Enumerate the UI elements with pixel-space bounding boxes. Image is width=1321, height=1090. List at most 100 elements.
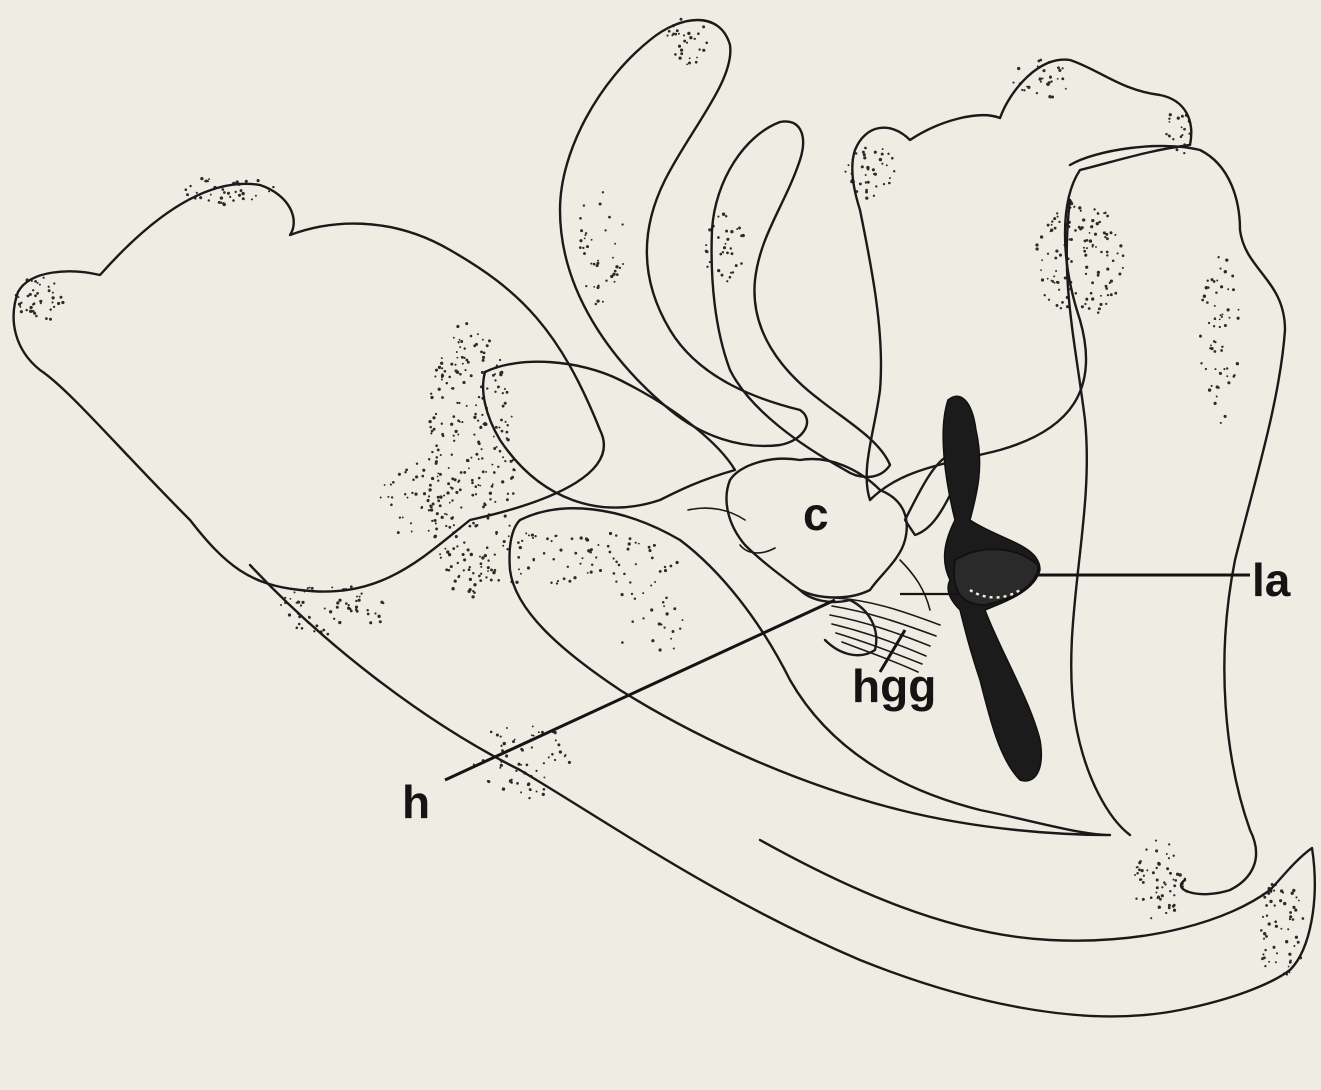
stipple-dot: [1208, 322, 1210, 324]
stipple-dot: [1210, 344, 1212, 346]
stipple-dot: [459, 488, 462, 491]
stipple-dot: [377, 615, 380, 618]
stipple-dot: [1294, 909, 1297, 912]
stipple-dot: [1109, 231, 1112, 234]
stipple-dot: [1041, 259, 1043, 261]
stipple-dot: [199, 196, 202, 199]
stipple-dot: [435, 527, 438, 530]
stipple-dot: [867, 181, 870, 184]
stipple-dot: [1173, 884, 1176, 887]
stipple-dot: [506, 438, 509, 441]
stipple-dot: [474, 413, 477, 416]
stipple-dot: [725, 215, 727, 217]
stipple-dot: [308, 616, 310, 618]
stipple-dot: [407, 497, 409, 499]
stipple-dot: [1176, 148, 1179, 151]
stipple-dot: [1035, 247, 1038, 250]
stipple-dot: [1097, 212, 1100, 215]
stipple-dot: [463, 569, 465, 571]
stipple-dot: [1054, 257, 1057, 260]
stipple-dot: [496, 446, 498, 448]
stipple-dot: [505, 421, 507, 423]
stipple-dot: [1145, 848, 1147, 850]
stipple-dot: [415, 475, 418, 478]
stipple-dot: [437, 499, 440, 502]
stipple-dot: [280, 604, 282, 606]
stipple-dot: [431, 430, 434, 433]
stipple-dot: [587, 549, 590, 552]
label-la: la: [1252, 554, 1291, 606]
stipple-dot: [1214, 317, 1217, 320]
stipple-dot: [489, 498, 491, 500]
stipple-dot: [434, 519, 437, 522]
stipple-dot: [615, 580, 617, 582]
stipple-dot: [580, 536, 583, 539]
stipple-dot: [599, 202, 602, 205]
stipple-dot: [452, 387, 455, 390]
stipple-dot: [1282, 891, 1284, 893]
stipple-dot: [1231, 275, 1234, 278]
stipple-dot: [506, 498, 509, 501]
stipple-dot: [399, 516, 401, 518]
stipple-dot: [428, 488, 431, 491]
stipple-dot: [717, 236, 720, 239]
stipple-dot: [673, 647, 675, 649]
stipple-dot: [621, 223, 623, 225]
stipple-dot: [1238, 309, 1240, 311]
stipple-dot: [865, 191, 868, 194]
stipple-dot: [460, 506, 462, 508]
stipple-dot: [1023, 89, 1025, 91]
stipple-dot: [1150, 896, 1153, 899]
stipple-dot: [507, 493, 509, 495]
stipple-dot: [1237, 317, 1240, 320]
stipple-dot: [1273, 890, 1275, 892]
stipple-dot: [472, 590, 474, 592]
stipple-dot: [1100, 295, 1102, 297]
stipple-dot: [374, 612, 376, 614]
stipple-dot: [653, 544, 656, 547]
stipple-dot: [205, 180, 208, 183]
stipple-dot: [358, 599, 361, 602]
stipple-dot: [1061, 77, 1064, 80]
stipple-dot: [550, 582, 552, 584]
stipple-dot: [367, 613, 370, 616]
stipple-dot: [863, 156, 866, 159]
stipple-dot: [887, 153, 889, 155]
stipple-dot: [1047, 278, 1049, 280]
stipple-dot: [1266, 914, 1268, 916]
stipple-dot: [429, 484, 432, 487]
stipple-dot: [329, 610, 332, 613]
stipple-dot: [1055, 270, 1057, 272]
stipple-dot: [439, 504, 442, 507]
stipple-dot: [1201, 299, 1204, 302]
stipple-dot: [1155, 840, 1157, 842]
stipple-dot: [517, 556, 520, 559]
stipple-dot: [482, 356, 485, 359]
stipple-dot: [551, 753, 554, 756]
stipple-dot: [497, 385, 500, 388]
stipple-dot: [251, 198, 253, 200]
stipple-dot: [1097, 274, 1100, 277]
stipple-dot: [563, 577, 566, 580]
stipple-dot: [49, 308, 51, 310]
stipple-dot: [1017, 67, 1020, 70]
stipple-dot: [610, 275, 613, 278]
stipple-dot: [476, 524, 479, 527]
stipple-dot: [1046, 83, 1048, 85]
stipple-dot: [702, 25, 705, 28]
stipple-dot: [1215, 291, 1217, 293]
stipple-dot: [437, 472, 439, 474]
stipple-dot: [557, 580, 559, 582]
stipple-dot: [568, 761, 571, 764]
stipple-dot: [546, 537, 549, 540]
stipple-dot: [404, 471, 406, 473]
stipple-dot: [478, 575, 481, 578]
stipple-dot: [1089, 232, 1091, 234]
stipple-dot: [585, 285, 587, 287]
stipple-dot: [473, 416, 476, 419]
stipple-dot: [1168, 857, 1170, 859]
stipple-dot: [1074, 229, 1077, 232]
stipple-dot: [29, 306, 32, 309]
stipple-dot: [489, 492, 492, 495]
